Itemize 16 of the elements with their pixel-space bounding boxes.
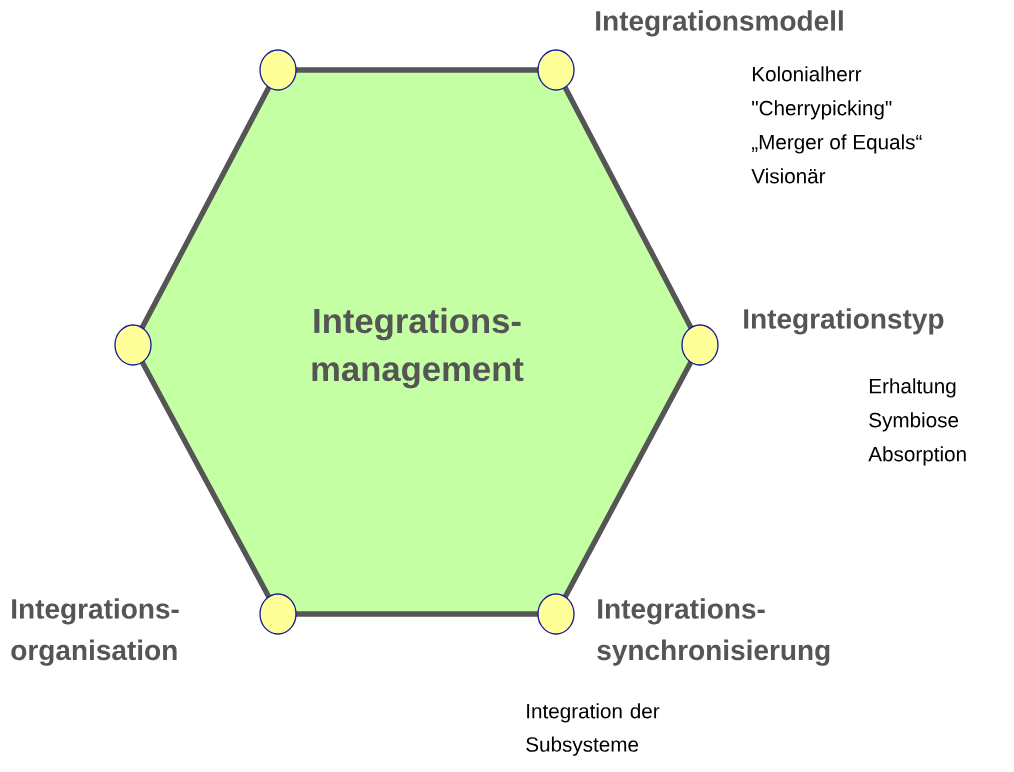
vertex-circle xyxy=(537,49,575,91)
list-item: Kolonialherr xyxy=(752,66,862,82)
list-item: Erhaltung xyxy=(869,378,956,398)
list-item: Symbiose xyxy=(869,412,959,432)
list-item: Integration der Subsysteme xyxy=(526,703,660,756)
list-item: "Cherrypicking" xyxy=(752,100,892,120)
list-item: Absorption xyxy=(868,446,966,466)
vertex-circle xyxy=(114,324,152,366)
vertex-circle xyxy=(259,593,297,635)
heading-label: Integrationstyp xyxy=(744,308,944,335)
vertex-circle xyxy=(537,593,575,635)
list-item: „Merger of Equals“ xyxy=(752,134,922,154)
vertex-circle xyxy=(681,324,719,366)
list-item: Visionär xyxy=(751,168,826,184)
vertex-circle xyxy=(259,49,297,91)
heading-label: Integrationsmodell xyxy=(596,10,843,37)
